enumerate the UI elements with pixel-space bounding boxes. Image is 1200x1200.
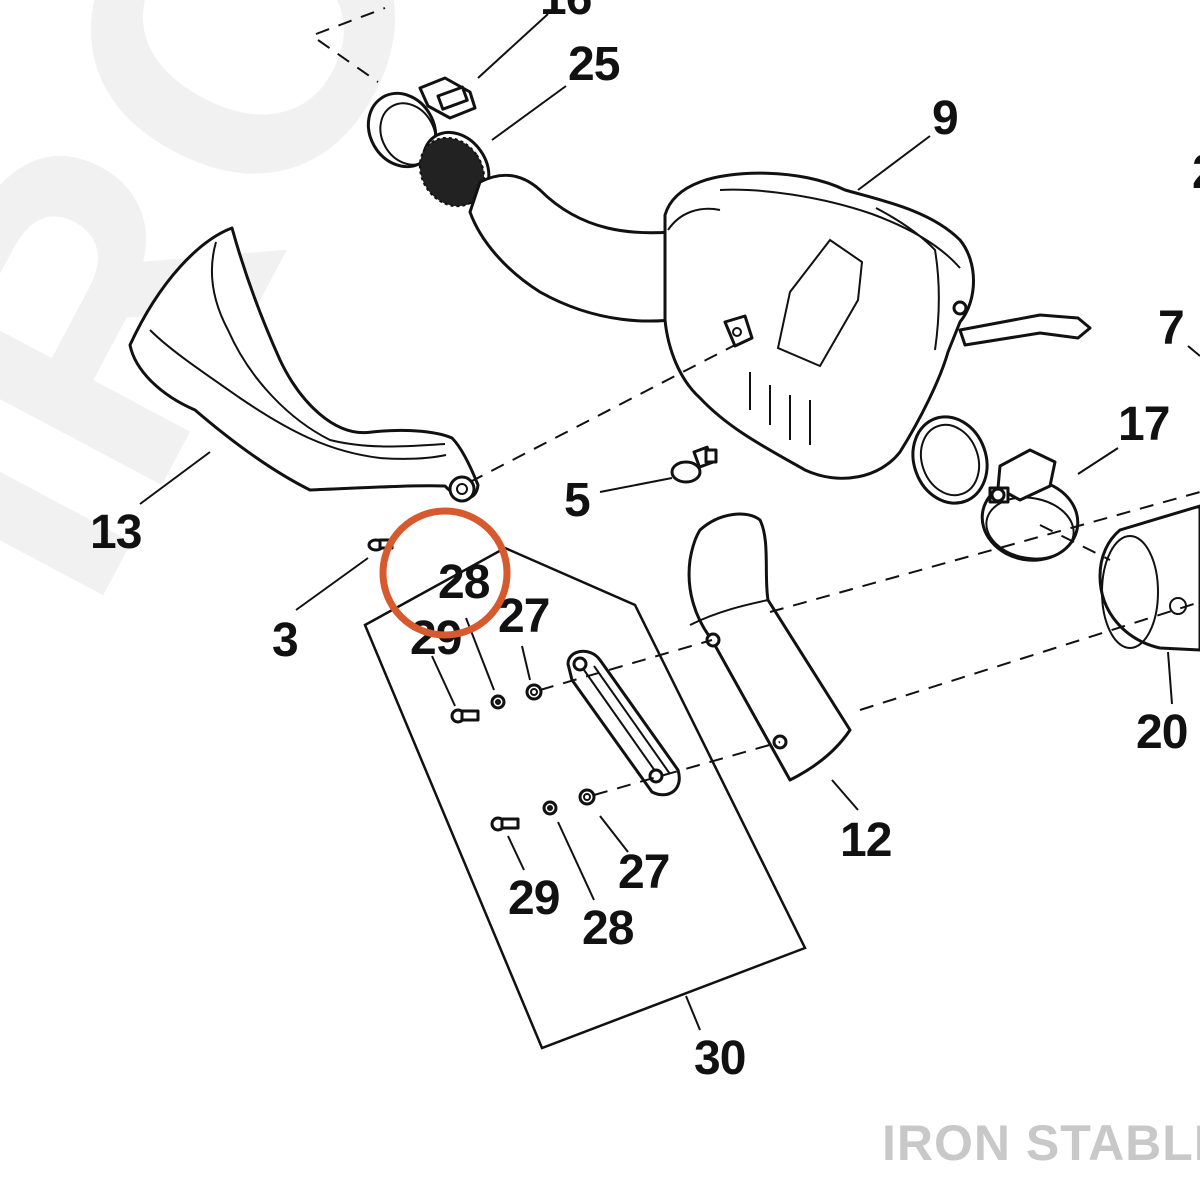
part-13-heat-shield[interactable] bbox=[128, 226, 480, 503]
callout-5[interactable]: 5 bbox=[564, 474, 591, 527]
callout-16[interactable]: 16 bbox=[540, 0, 592, 25]
alignment-lines bbox=[315, 7, 1200, 796]
part-12-pipe-shield[interactable] bbox=[687, 512, 852, 782]
callout-labels: 16 25 9 2 7 17 13 5 3 29 27 20 12 27 29 … bbox=[90, 0, 1200, 1085]
callout-28-bottom[interactable]: 28 bbox=[582, 902, 635, 955]
callout-9[interactable]: 9 bbox=[932, 92, 959, 145]
part-25-hose-clamp[interactable] bbox=[407, 120, 503, 219]
highlight-marker: 28 bbox=[379, 507, 511, 639]
hardware-27-nut-top[interactable] bbox=[525, 683, 543, 701]
callout-2[interactable]: 2 bbox=[1192, 146, 1200, 199]
callout-27-top[interactable]: 27 bbox=[498, 590, 550, 643]
part-5-bolt[interactable] bbox=[670, 445, 718, 484]
hardware-29-bolt-top[interactable] bbox=[450, 708, 480, 724]
callout-30[interactable]: 30 bbox=[694, 1032, 746, 1085]
callout-29-top[interactable]: 29 bbox=[410, 612, 462, 665]
hardware-28-washer-top[interactable] bbox=[490, 694, 506, 710]
kit-30-outline bbox=[363, 546, 807, 1050]
watermark-corner-text: IRON STABLE bbox=[882, 1115, 1200, 1171]
callout-28-circled[interactable]: 28 bbox=[438, 556, 491, 609]
callout-7[interactable]: 7 bbox=[1158, 302, 1185, 355]
highlight-circle bbox=[379, 507, 511, 639]
part-17-clamp[interactable] bbox=[976, 448, 1084, 568]
callout-17[interactable]: 17 bbox=[1118, 398, 1170, 451]
callout-27-bottom[interactable]: 27 bbox=[618, 846, 670, 899]
hardware-28-washer-bottom[interactable] bbox=[542, 800, 558, 816]
part-20-tail-pipe[interactable] bbox=[1098, 504, 1200, 652]
part-3-screw[interactable] bbox=[367, 538, 394, 552]
callout-12[interactable]: 12 bbox=[840, 814, 892, 867]
hardware-27-nut-bottom[interactable] bbox=[578, 788, 596, 806]
callout-20[interactable]: 20 bbox=[1136, 706, 1188, 759]
callout-3[interactable]: 3 bbox=[272, 614, 299, 667]
hardware-29-bolt-bottom[interactable] bbox=[490, 816, 520, 832]
callout-13[interactable]: 13 bbox=[90, 506, 142, 559]
part-9-muffler[interactable] bbox=[663, 171, 1092, 514]
callout-25[interactable]: 25 bbox=[568, 38, 621, 91]
callout-29-bottom[interactable]: 29 bbox=[508, 872, 560, 925]
kit-30-bracket[interactable] bbox=[566, 649, 681, 797]
part-16-clamp[interactable] bbox=[355, 76, 477, 179]
